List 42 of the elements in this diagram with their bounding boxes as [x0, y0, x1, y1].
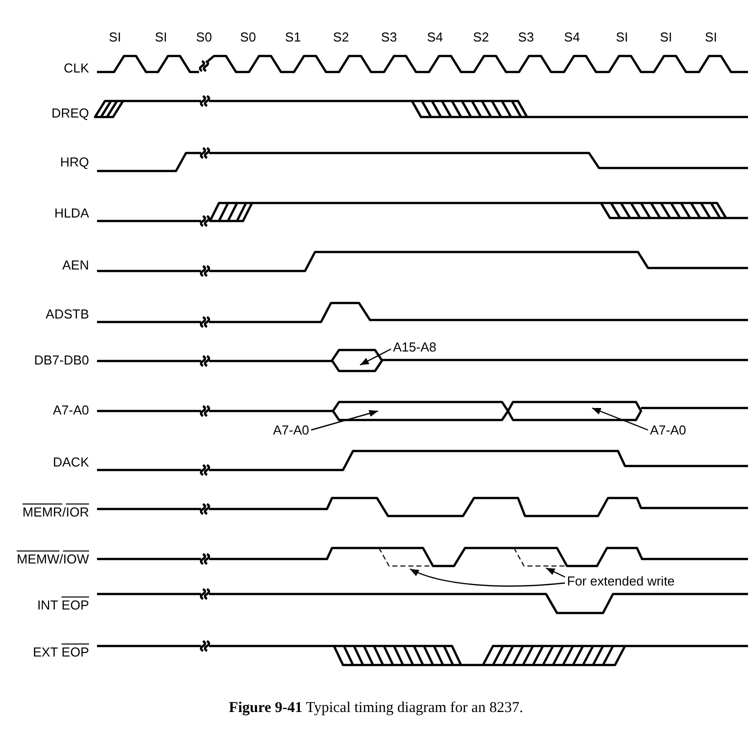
state-label: SI	[660, 30, 672, 44]
callout-label: A7-A0	[650, 422, 686, 438]
dashed-waveform-line	[378, 548, 433, 567]
state-label: S3	[381, 30, 397, 44]
signal-name: HRQ	[60, 154, 89, 170]
bus-value-hexagon	[330, 348, 384, 372]
state-label: S1	[285, 30, 301, 44]
leader-arrow	[546, 567, 566, 578]
signal-name: A7-A0	[52, 402, 89, 418]
signal-name: MEMR/IOR	[22, 504, 89, 520]
signal-name: AEN	[62, 258, 89, 272]
bus-value-hexagon	[332, 400, 510, 422]
dashed-waveform-line	[514, 548, 567, 567]
state-label: S4	[564, 30, 580, 44]
state-label: SI	[108, 30, 122, 44]
state-label: S0	[240, 30, 256, 44]
signal-name: DB7-DB0	[34, 352, 89, 368]
leader-arrow	[410, 568, 566, 587]
signal-name: DACK	[52, 454, 89, 470]
signal-name: INT EOP	[37, 598, 89, 612]
leader-arrow	[592, 407, 648, 431]
signal-name: ADSTB	[46, 306, 89, 322]
state-label: SI	[616, 30, 628, 44]
bus-value-hexagon	[506, 400, 642, 422]
callout-label: A7-A0	[273, 422, 310, 438]
leader-arrow	[310, 410, 378, 431]
callout-label: A15-A8	[393, 340, 436, 354]
signal-name: EXT EOP	[32, 644, 89, 660]
state-label: S2	[473, 30, 489, 44]
signal-name: DREQ	[51, 106, 89, 120]
leader-arrow	[360, 348, 392, 366]
figure-caption: Figure 9-41 Typical timing diagram for an 8237.	[228, 699, 524, 717]
state-label: S2	[333, 30, 349, 44]
state-label: SI	[704, 30, 718, 44]
state-label: S4	[427, 30, 443, 44]
callout-label: For extended write	[567, 574, 675, 588]
state-label: SI	[154, 30, 168, 44]
signal-name: MEMW/IOW	[16, 552, 89, 566]
signal-name: CLK	[64, 60, 89, 76]
state-label: S3	[518, 30, 534, 44]
signal-name: HLDA	[54, 206, 89, 220]
state-label: S0	[196, 30, 212, 44]
